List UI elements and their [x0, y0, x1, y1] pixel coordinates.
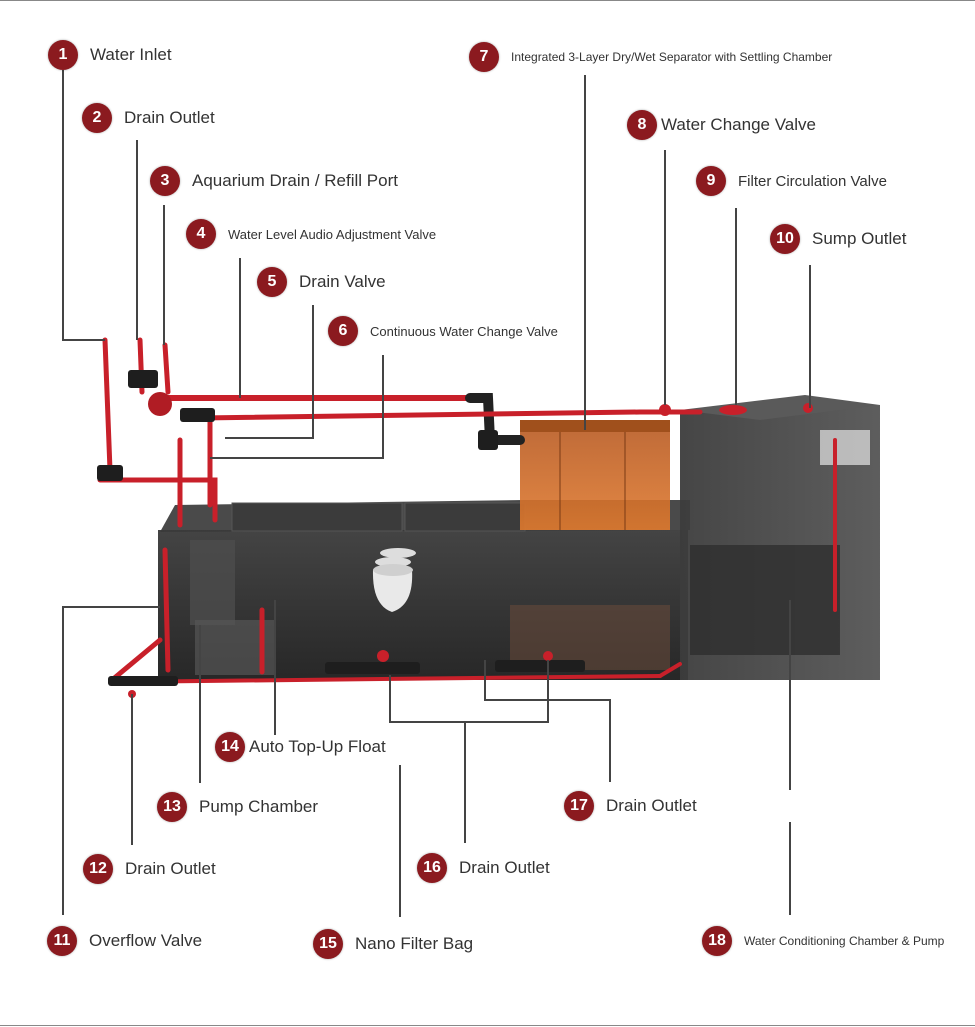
pipe-fittings — [97, 370, 813, 698]
callout-10: 10 Sump Outlet — [770, 224, 907, 254]
callout-label: Auto Top-Up Float — [249, 737, 386, 756]
main-sump-tank — [158, 500, 690, 680]
number-badge: 6 — [328, 316, 358, 346]
callout-8: 8 Water Change Valve — [627, 110, 816, 140]
filter-bags — [372, 548, 416, 612]
callout-label: Drain Outlet — [606, 796, 697, 815]
number-badge: 16 — [417, 853, 447, 883]
number-badge: 14 — [215, 732, 245, 762]
number-badge: 1 — [48, 40, 78, 70]
number-badge: 2 — [82, 103, 112, 133]
callout-label: Nano Filter Bag — [355, 934, 474, 953]
callout-label: Drain Outlet — [125, 859, 216, 878]
callout-9: 9 Filter Circulation Valve — [696, 166, 887, 196]
number-badge: 9 — [696, 166, 726, 196]
callout-16: 16 Drain Outlet — [417, 853, 550, 883]
callout-13: 13 Pump Chamber — [157, 792, 318, 822]
number-badge: 10 — [770, 224, 800, 254]
number-badge: 8 — [627, 110, 657, 140]
number-badge: 11 — [47, 926, 77, 956]
number-badge: 3 — [150, 166, 180, 196]
callout-label: Drain Outlet — [459, 858, 550, 877]
callout-label: Pump Chamber — [199, 797, 319, 816]
callout-label: Overflow Valve — [89, 931, 203, 950]
callout-label: Drain Valve — [299, 272, 386, 291]
callout-2: 2 Drain Outlet — [82, 103, 215, 133]
callout-14: 14 Auto Top-Up Float — [215, 732, 386, 762]
callout-12: 12 Drain Outlet — [83, 854, 216, 884]
number-badge: 4 — [186, 219, 216, 249]
callout-label: Drain Outlet — [124, 108, 215, 127]
bottom-border — [0, 1025, 975, 1026]
leader-lines — [62, 70, 811, 917]
callout-label: Sump Outlet — [812, 229, 907, 248]
callout-17: 17 Drain Outlet — [564, 791, 697, 821]
callout-label: Aquarium Drain / Refill Port — [192, 171, 398, 190]
callout-label: Integrated 3-Layer Dry/Wet Separator wit… — [511, 50, 833, 64]
dry-wet-separator — [520, 420, 670, 530]
conditioning-chamber — [680, 395, 880, 680]
number-badge: 13 — [157, 792, 187, 822]
callout-label: Continuous Water Change Valve — [370, 323, 558, 339]
number-badge: 15 — [313, 929, 343, 959]
callout-label: Water Inlet — [90, 45, 172, 64]
number-badge: 7 — [469, 42, 499, 72]
callout-label: Filter Circulation Valve — [738, 172, 887, 190]
callout-label: Water Conditioning Chamber & Pump — [744, 934, 945, 948]
callout-3: 3 Aquarium Drain / Refill Port — [150, 166, 398, 196]
number-badge: 18 — [702, 926, 732, 956]
number-badge: 12 — [83, 854, 113, 884]
callout-5: 5 Drain Valve — [257, 267, 386, 297]
callout-6: 6 Continuous Water Change Valve — [328, 316, 558, 346]
callout-11: 11 Overflow Valve — [47, 926, 202, 956]
callout-label: Water Change Valve — [661, 115, 816, 134]
top-border — [0, 0, 975, 1]
number-badge: 5 — [257, 267, 287, 297]
callout-18: 18 Water Conditioning Chamber & Pump — [702, 926, 944, 956]
plumbing — [97, 337, 837, 684]
callout-4: 4 Water Level Audio Adjustment Valve — [186, 219, 436, 249]
callout-15: 15 Nano Filter Bag — [313, 929, 473, 959]
callout-1: 1 Water Inlet — [48, 40, 172, 70]
number-badge: 17 — [564, 791, 594, 821]
callout-label: Water Level Audio Adjustment Valve — [228, 226, 437, 242]
callout-7: 7 Integrated 3-Layer Dry/Wet Separator w… — [469, 42, 832, 72]
